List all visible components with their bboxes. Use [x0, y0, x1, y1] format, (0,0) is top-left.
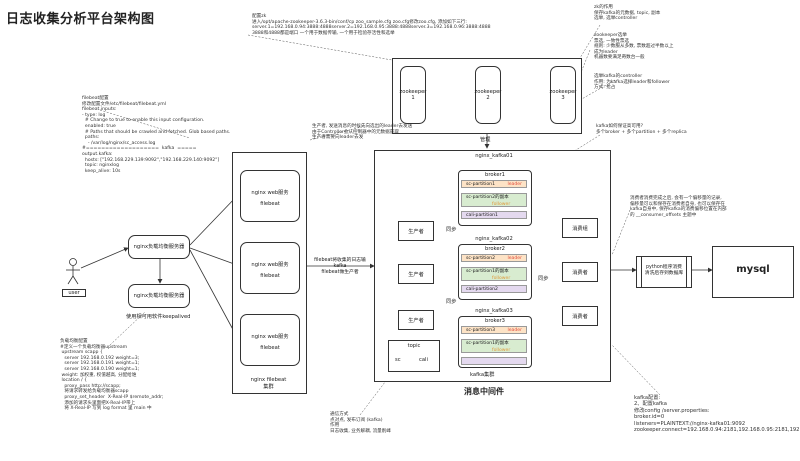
broker-3-partition-leader-label: sc-partition3 — [466, 328, 495, 333]
consumer-offset-note: 消费者消费完成之后, 会有一个偏移量的记录, 偏移量可以和保存在消费者自身, 也… — [630, 196, 727, 218]
zookeeper-node-3[interactable]: zookeeper 3 — [550, 66, 576, 124]
web-server-2[interactable]: nginx web服务 filebeat — [240, 242, 300, 294]
consumer-1-label: 消费组 — [572, 226, 588, 232]
producer-arrow-label: filebeat将收集的日志输 kafka filebeat做生产者 — [314, 258, 366, 275]
web-server-3-agent: filebeat — [260, 345, 280, 351]
mysql-db[interactable]: mysql — [712, 246, 794, 298]
sync-label-1: 同步 — [446, 227, 457, 233]
broker-2-follower-tag: follower — [492, 276, 511, 281]
zookeeper-config-note: 配置zk 进入/opt/apache-zookeeper-3.6.3-bin/c… — [252, 14, 491, 36]
broker-1-partition-replica-label: sc-partition2的副本 — [466, 195, 509, 200]
kafka-node-1-title: nginx_kafka01 — [475, 153, 513, 159]
broker-2-partition-leader-label: sc-partition2 — [466, 256, 495, 261]
broker-2-partition-replica-label: sc-partition1的副本 — [466, 269, 509, 274]
broker-2-partition-leader[interactable]: sc-partition2 leader — [461, 254, 527, 262]
consumer-2-label: 消费者 — [572, 270, 588, 276]
user-icon — [66, 258, 80, 285]
zookeeper-role-note: zk的作用 保存kafka的元数据, topic, 副本 选举, 选举contr… — [594, 5, 661, 22]
zookeeper-election-note: zookeeper选举 票选, 一致性票选 规则: 少数服从多数, 票数超过半数… — [594, 33, 674, 61]
load-balancer-config-note: 负载均衡配置 #定义一个负载均衡器upstream upstream scapp… — [60, 339, 164, 412]
controller-note: 选举kafka的controller 作用: 为kafka选择leader和fo… — [594, 74, 670, 91]
keepalived-label: 使用相可用软件keepalived — [126, 314, 191, 320]
web-server-1-name: nginx web服务 — [251, 190, 289, 196]
web-server-2-agent: filebeat — [260, 273, 280, 279]
web-server-3[interactable]: nginx web服务 filebeat — [240, 314, 300, 366]
broker-1-leader-tag: leader — [507, 182, 522, 187]
broker-1-partition-leader[interactable]: sc-partition1 leader — [461, 180, 527, 188]
kafka-node-3-title: nginx_kafka03 — [475, 308, 513, 314]
web-server-1-agent: filebeat — [260, 201, 280, 207]
replica-note: kafka如何保证高可用? 多个broker + 多个partition + 多… — [596, 124, 687, 135]
kafka-config-note: kafka配置: 2、配置kafka 修改config /server.prop… — [634, 395, 800, 434]
producer-3[interactable]: 生产者 — [398, 310, 434, 330]
producer-1-label: 生产者 — [408, 229, 424, 235]
broker-1-partition-replica[interactable]: sc-partition2的副本 follower — [461, 193, 527, 207]
python-consumer-label: python程序消费 清洗后存到数据库 — [644, 265, 684, 276]
middleware-label: 消息中间件 — [464, 387, 504, 396]
broker-1-partition-leader-label: sc-partition1 — [466, 182, 495, 187]
broker-2-partition-replica[interactable]: sc-partition1的副本 follower — [461, 267, 527, 281]
broker-1[interactable]: broker1 sc-partition1 leader sc-partition… — [458, 170, 532, 226]
sync-label-3: 同步 — [446, 299, 457, 305]
producer-3-label: 生产者 — [408, 318, 424, 324]
web-server-1[interactable]: nginx web服务 filebeat — [240, 170, 300, 222]
consumer-1[interactable]: 消费组 — [562, 218, 598, 238]
kafka-cluster-footer: kafka集群 — [470, 372, 495, 378]
consumer-2[interactable]: 消费者 — [562, 262, 598, 282]
web-server-2-name: nginx web服务 — [251, 262, 289, 268]
consumer-3[interactable]: 消费者 — [562, 306, 598, 326]
sync-label-2: 同步 — [538, 276, 549, 282]
consumer-3-label: 消费者 — [572, 314, 588, 320]
producer-2-label: 生产者 — [408, 272, 424, 278]
zookeeper-node-1-label: zookeeper 1 — [399, 89, 427, 101]
web-server-3-name: nginx web服务 — [251, 334, 289, 340]
zookeeper-manage-label: 管理 — [480, 137, 491, 143]
page-title: 日志收集分析平台架构图 — [6, 12, 155, 27]
nginx-lb-primary[interactable]: nginx负载均衡服务器 — [128, 235, 190, 259]
mysql-label: mysql — [736, 264, 770, 275]
producer-2[interactable]: 生产者 — [398, 264, 434, 284]
zookeeper-node-2-label: zookeeper 2 — [474, 89, 502, 101]
broker-1-partition-cali-label: cali-partition1 — [466, 213, 498, 218]
broker-3[interactable]: broker3 sc-partition3 leader sc-partition… — [458, 316, 532, 368]
producer-note: 生产者, 发送消息的时候先向选出的leader去发送 由于Controller会… — [312, 124, 413, 141]
kafka-node-2-title: nginx_kafka02 — [475, 236, 513, 242]
broker-2-leader-tag: leader — [507, 256, 522, 261]
producer-1[interactable]: 生产者 — [398, 221, 434, 241]
messaging-note: 通信方式 点对点, 发布订阅 (kafka) 作用 日志收集, 业务解耦, 流量… — [330, 412, 391, 434]
broker-1-follower-tag: follower — [492, 202, 511, 207]
broker-2-name: broker2 — [485, 246, 505, 252]
broker-1-partition-cali[interactable]: cali-partition1 — [461, 211, 527, 219]
broker-3-leader-tag: leader — [507, 328, 522, 333]
zookeeper-node-2[interactable]: zookeeper 2 — [475, 66, 501, 124]
zookeeper-node-3-label: zookeeper 3 — [549, 89, 577, 101]
broker-3-name: broker3 — [485, 318, 505, 324]
topic-box: topic sc cali — [388, 340, 440, 372]
broker-1-name: broker1 — [485, 172, 505, 178]
nginx-lb-primary-label: nginx负载均衡服务器 — [133, 244, 185, 250]
broker-2-partition-cali[interactable]: cali-partition2 — [461, 285, 527, 293]
broker-3-follower-tag: follower — [492, 348, 511, 353]
nginx-lb-backup-label: nginx负载均衡服务器 — [133, 293, 185, 299]
topic-sc: sc — [395, 357, 401, 363]
broker-3-partition-leader[interactable]: sc-partition3 leader — [461, 326, 527, 334]
broker-3-partition-empty[interactable] — [461, 357, 527, 365]
user-label: user — [62, 289, 86, 297]
web-cluster-footer: nginx filebeat 集群 — [250, 377, 287, 390]
nginx-lb-backup[interactable]: nginx负载均衡服务器 — [128, 284, 190, 308]
topic-cali: cali — [419, 357, 428, 363]
broker-2[interactable]: broker2 sc-partition2 leader sc-partition… — [458, 244, 532, 300]
broker-2-partition-cali-label: cali-partition2 — [466, 287, 498, 292]
filebeat-config-note: filebeat配置 修改配置文件/etc/filebeat/filebeat.… — [82, 96, 231, 174]
zookeeper-node-1[interactable]: zookeeper 1 — [400, 66, 426, 124]
broker-3-partition-replica[interactable]: sc-partition1的副本 follower — [461, 339, 527, 353]
topic-title: topic — [407, 343, 421, 349]
python-consumer[interactable]: python程序消费 清洗后存到数据库 — [636, 256, 692, 288]
broker-3-partition-replica-label: sc-partition1的副本 — [466, 341, 509, 346]
